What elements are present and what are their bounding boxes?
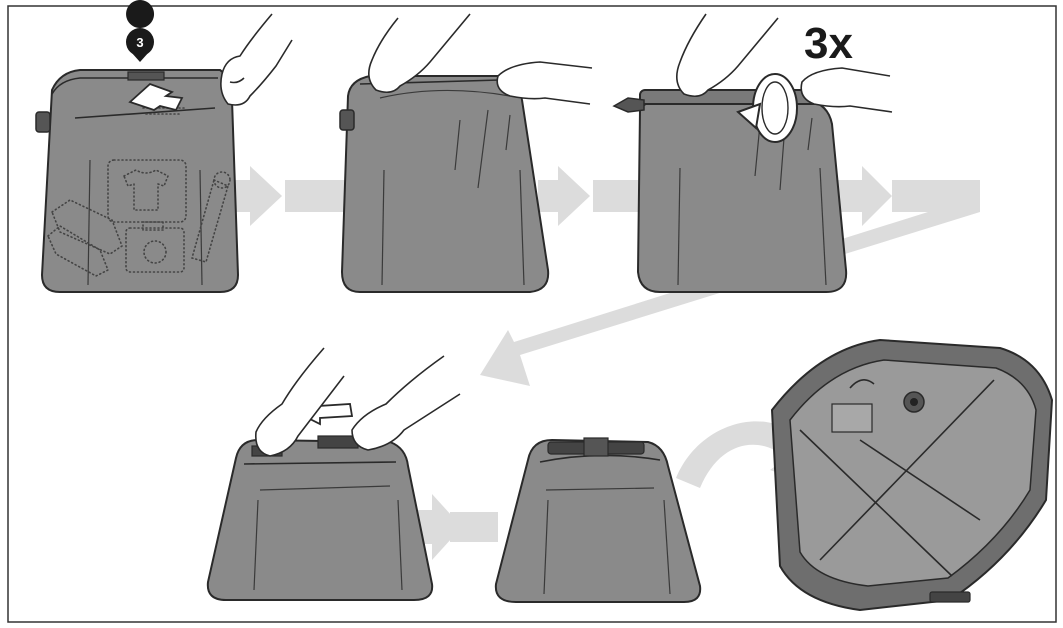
side-buckle [36, 112, 50, 132]
top-strap [128, 72, 164, 80]
hand-right [352, 356, 460, 450]
hand-right [221, 14, 292, 105]
rotation-count-label: 3x [804, 19, 853, 68]
bag-step-4 [208, 348, 460, 600]
buckle-right-half [318, 436, 358, 448]
bag-step-1: 3 [36, 0, 292, 292]
front-grip [930, 592, 970, 602]
side-buckle [340, 110, 354, 130]
step-badge-number: 3 [136, 35, 143, 50]
inner-pocket [832, 404, 872, 432]
flow-arrow-2 [538, 166, 645, 226]
bag-step-6-open [772, 340, 1052, 610]
flow-arrow-1 [230, 166, 345, 226]
side-buckle [614, 98, 644, 112]
bag-step-5 [496, 438, 700, 602]
step-badge: 3 [126, 0, 154, 62]
flow-arrow-4 [418, 494, 498, 560]
bag-step-2 [340, 14, 592, 292]
